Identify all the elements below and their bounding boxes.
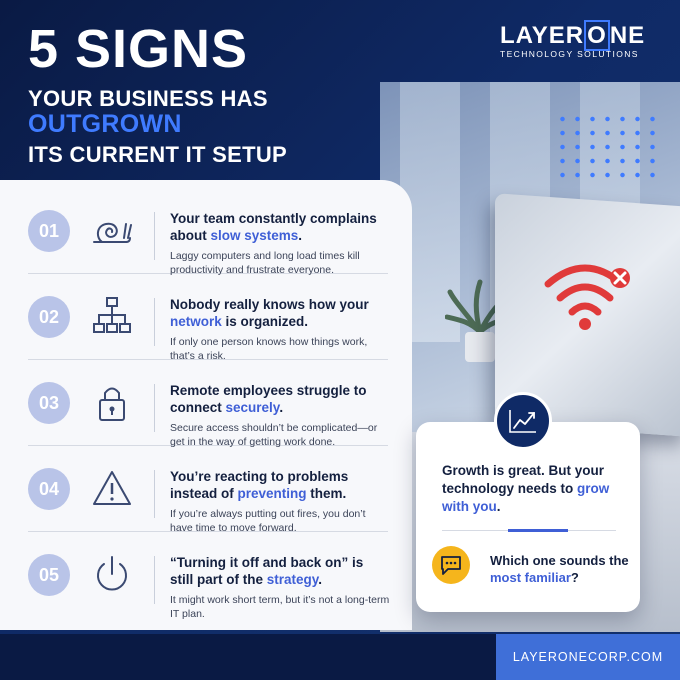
- signs-panel: 01 Your team constantly complains about …: [0, 180, 412, 630]
- sign-text: Remote employees struggle to connect sec…: [170, 382, 390, 449]
- sign-text: You’re reacting to problems instead of p…: [170, 468, 390, 535]
- sign-number: 01: [28, 210, 70, 252]
- question-text: Which one sounds the most familiar?: [490, 553, 629, 585]
- title-big: 5 SIGNS: [28, 19, 249, 79]
- sign-number: 05: [28, 554, 70, 596]
- sign-item: 02 Nobody really knows how your network …: [28, 274, 390, 363]
- sign-heading: You’re reacting to problems instead of p…: [170, 469, 349, 501]
- footer-bar: [0, 634, 496, 680]
- growth-chart-icon: [494, 392, 552, 450]
- warning-icon: [90, 466, 134, 510]
- sign-heading: Nobody really knows how your network is …: [170, 297, 369, 329]
- title-line-3: ITS CURRENT IT SETUP: [28, 142, 288, 167]
- sign-heading: Your team constantly complains about slo…: [170, 211, 377, 243]
- divider: [154, 556, 155, 604]
- lock-icon: [90, 380, 134, 424]
- sign-text: Your team constantly complains about slo…: [170, 210, 390, 277]
- divider: [154, 212, 155, 260]
- divider: [154, 470, 155, 518]
- snail-icon: [90, 208, 134, 252]
- sign-item: 01 Your team constantly complains about …: [28, 188, 390, 277]
- sign-heading: Remote employees struggle to connect sec…: [170, 383, 367, 415]
- network-icon: [90, 294, 134, 338]
- sign-number: 04: [28, 468, 70, 510]
- title-line-1: YOUR BUSINESS HAS: [28, 86, 268, 111]
- card-divider-accent: [508, 529, 568, 532]
- power-icon: [90, 552, 134, 596]
- sign-description: Secure access shouldn’t be complicated—o…: [170, 422, 378, 448]
- sign-number: 03: [28, 382, 70, 424]
- brand-subtitle: TECHNOLOGY SOLUTIONS: [500, 49, 639, 59]
- sign-text: “Turning it off and back on” is still pa…: [170, 554, 390, 621]
- card-divider: [442, 529, 616, 532]
- callout-text: Growth is great. But your technology nee…: [442, 463, 610, 514]
- divider: [154, 384, 155, 432]
- sign-item: 04 You’re reacting to problems instead o…: [28, 446, 390, 535]
- sign-item: 05 “Turning it off and back on” is still…: [28, 532, 390, 621]
- callout-card: Growth is great. But your technology nee…: [416, 422, 640, 612]
- wifi-error-icon: [544, 264, 630, 330]
- dot-pattern: [555, 112, 665, 182]
- sign-description: Laggy computers and long load times kill…: [170, 250, 360, 276]
- title-line-2: OUTGROWN: [28, 110, 182, 138]
- sign-heading: “Turning it off and back on” is still pa…: [170, 555, 364, 587]
- sign-text: Nobody really knows how your network is …: [170, 296, 390, 363]
- website-link[interactable]: LAYERONECORP.COM: [496, 634, 680, 680]
- sign-description: If only one person knows how things work…: [170, 336, 368, 362]
- divider: [154, 298, 155, 346]
- chat-bubble-icon: [432, 546, 470, 584]
- sign-description: It might work short term, but it’s not a…: [170, 594, 390, 620]
- sign-number: 02: [28, 296, 70, 338]
- sign-item: 03 Remote employees struggle to connect …: [28, 360, 390, 449]
- sign-description: If you’re always putting out fires, you …: [170, 508, 366, 534]
